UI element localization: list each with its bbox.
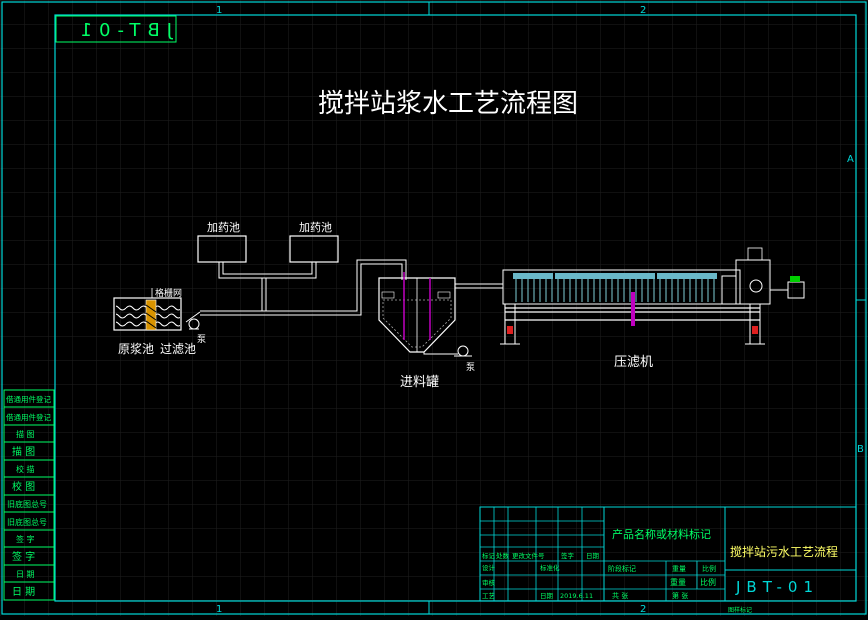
- tb-cell: 签字: [561, 551, 575, 560]
- press-legs: [500, 303, 765, 345]
- tb-cell: 标记: [482, 551, 496, 560]
- tb-cell: 工艺: [482, 592, 496, 600]
- filter-press-label: 压滤机: [614, 355, 653, 370]
- feed-tank-label: 进料罐: [400, 375, 439, 390]
- drawing-number-top: JBT-01: [74, 20, 173, 41]
- strip-cell: 校 图: [12, 480, 35, 493]
- press-discharge-marker: [631, 292, 635, 326]
- product-name-label: 产品名称或材料标记: [612, 527, 711, 541]
- strip-cell: 旧底图总号: [7, 517, 47, 527]
- weight-header: 重量: [672, 565, 686, 573]
- diagram-title: 搅拌站浆水工艺流程图: [318, 89, 578, 119]
- scale-header: 比例: [702, 564, 716, 573]
- weight-value: 重量: [670, 577, 686, 587]
- strip-cell: 借通用件登记: [6, 412, 51, 422]
- inner-frame: [54, 14, 857, 602]
- dosing-tank-1-label: 加药池: [207, 221, 240, 234]
- strip-cell: 日 期: [12, 586, 35, 598]
- dosing-tank-1: [197, 235, 247, 263]
- tb-cell: 日期: [586, 552, 600, 560]
- stage-mark-label: 阶段标记: [608, 564, 636, 573]
- pump-1-label: 泵: [197, 334, 206, 345]
- tb-cell: 设计: [482, 563, 496, 572]
- strip-cell: 描 图: [16, 429, 35, 439]
- drawing-sample-mark: 图样标记: [728, 606, 752, 614]
- col-mark-2-bottom: 2: [640, 604, 646, 615]
- col-mark-1-bottom: 1: [216, 604, 222, 615]
- scale-value: 比例: [700, 577, 716, 587]
- pump-2-label: 泵: [466, 362, 475, 373]
- strip-cell: 签 字: [16, 534, 35, 544]
- feed-pipe: [455, 283, 503, 289]
- tb-cell: 标准化: [540, 563, 560, 572]
- filter-pool-label: 过滤池: [160, 342, 196, 356]
- filter-press: [500, 247, 805, 345]
- strip-cell: 日 期: [16, 570, 35, 579]
- tb-cell: 日期: [540, 592, 554, 600]
- left-registration-strip: 借通用件登记 借通用件登记 描 图 描 图 校 描 校 图 旧底图总号 旧底图总…: [3, 389, 55, 601]
- sheet-total: 共 张: [612, 591, 628, 600]
- strip-cell: 借通用件登记: [6, 394, 51, 404]
- strip-cell: 旧底图总号: [7, 499, 47, 509]
- row-mark-b: B: [857, 444, 864, 455]
- tb-cell: 处数: [496, 551, 510, 560]
- raw-pool-label: 原浆池: [118, 341, 154, 356]
- dosing-tank-2-label: 加药池: [299, 221, 332, 234]
- grating-screen: [145, 299, 157, 331]
- drawing-title-label: 搅拌站污水工艺流程: [730, 544, 838, 559]
- grating-label: 格栅网: [155, 287, 182, 299]
- pump-1: [185, 311, 201, 330]
- strip-cell: 校 描: [16, 464, 35, 474]
- tb-cell: 2019.6.11: [560, 592, 593, 600]
- pump-2: [423, 345, 472, 357]
- strip-cell: 描 图: [12, 445, 35, 458]
- row-mark-a: A: [847, 154, 854, 165]
- filter-plates: [515, 279, 715, 302]
- col-mark-1: 1: [216, 5, 222, 16]
- title-block: 产品名称或材料标记 搅拌站污水工艺流程 JBT-01 标记 处数 更改文件号 签…: [479, 506, 857, 614]
- dosing-pipes: [200, 259, 407, 316]
- drawing-number-bottom: JBT-01: [735, 578, 819, 596]
- strip-cell: 签 字: [12, 550, 35, 563]
- drawing-number-box-top: [55, 15, 177, 43]
- dosing-tank-2: [289, 235, 339, 263]
- tb-cell: 审核: [482, 578, 496, 587]
- col-mark-2: 2: [640, 5, 646, 16]
- raw-slurry-pool: [113, 297, 182, 331]
- tb-cell: 更改文件号: [512, 551, 545, 560]
- sheet-index: 第 张: [672, 591, 688, 600]
